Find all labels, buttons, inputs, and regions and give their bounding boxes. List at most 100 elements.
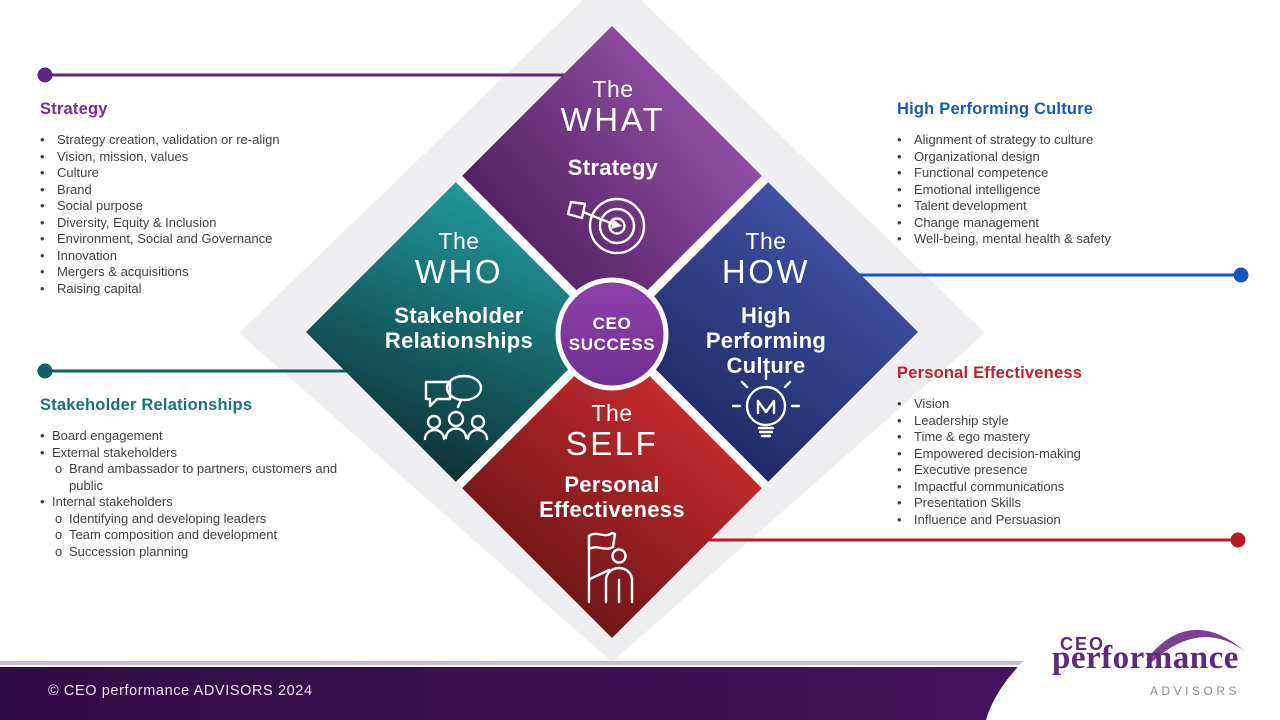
people-chat-icon [423, 374, 489, 441]
bullet-glyph: • [40, 264, 45, 279]
bullet-glyph: o [55, 543, 63, 559]
list-item-text: Presentation Skills [914, 495, 1021, 510]
list-item-text: Culture [57, 165, 99, 180]
bullet-glyph: • [897, 214, 902, 230]
list-item-text: Brand [57, 181, 92, 197]
list-item: • Presentation Skills [897, 495, 1237, 512]
list-item-text: Succession planning [69, 543, 189, 559]
bullet-glyph: • [40, 132, 45, 147]
self-word: SELF [565, 425, 659, 462]
logo-ceo-text: CEO [1060, 634, 1106, 654]
bullet-glyph: • [40, 214, 45, 230]
bullet-glyph: • [897, 495, 902, 510]
list-item: • Internal stakeholders [40, 494, 360, 511]
bullet-glyph: • [897, 478, 902, 494]
list-item: • Mergers & acquisitions [40, 264, 370, 281]
footer-accent-strip [0, 661, 1032, 665]
list-item: • Strategy creation, validation or re-ali… [40, 132, 370, 149]
list-item-text: Vision, mission, values [57, 148, 189, 164]
list-item: • Emotional intelligence [897, 182, 1247, 199]
who-the: The [438, 228, 480, 254]
panel-culture-heading: High Performing Culture [897, 100, 1094, 118]
list-item-text: Raising capital [57, 280, 142, 296]
list-item-text: Emotional intelligence [914, 181, 1041, 197]
connector-effectiveness [707, 532, 1246, 548]
stakeholder-line-dot [37, 363, 53, 379]
bullet-glyph: • [897, 198, 902, 213]
list-item-text: Brand ambassador to partners, customers … [69, 461, 338, 493]
panel-strategy: Strategy •Strategy creation, validation … [40, 100, 370, 297]
panel-stakeholder-heading: Stakeholder Relationships [40, 396, 253, 414]
list-item: •External stakeholders [40, 445, 360, 462]
list-item-text: Social purpose [57, 198, 143, 213]
connector-strategy [37, 67, 566, 83]
bullet-glyph: • [40, 165, 45, 180]
panel-effectiveness-heading: Personal Effectiveness [897, 364, 1083, 382]
how-sub: High Performing Culture [705, 303, 827, 378]
list-item: o Succession planning [55, 544, 360, 561]
list-item: •Influence and Persuasion [897, 512, 1237, 529]
bullet-glyph: • [897, 132, 902, 147]
panel-strategy-list: • Strategy creation, validation or re-ali… [40, 132, 370, 297]
diamond-how-label: The HOW High Performing Culture [616, 228, 916, 378]
flag-person-icon [587, 531, 634, 604]
list-item: o Brand ambassador to partners, customers… [55, 461, 360, 494]
list-item-text: Executive presence [914, 462, 1028, 477]
list-item: • Raising capital [40, 281, 370, 298]
bullet-glyph: o [55, 461, 63, 476]
list-item: •Change management [897, 215, 1247, 232]
list-item-text: Time & ego mastery [914, 429, 1030, 444]
panel-effectiveness: Personal Effectiveness •Vision • Leadershi… [897, 364, 1237, 528]
list-item: •Vision, mission, values [40, 149, 370, 166]
copyright-text: © CEO performance ADVISORS 2024 [48, 683, 313, 699]
list-item: •Well-being, mental health & safety [897, 231, 1247, 248]
bullet-glyph: • [40, 428, 45, 443]
list-item-text: Impactful communications [914, 478, 1065, 494]
bullet-glyph: • [897, 181, 902, 197]
list-item-text: Identifying and developing leaders [69, 510, 267, 526]
logo-arc [1146, 629, 1246, 662]
logo-performance-text: performance [1052, 640, 1239, 676]
connector-stakeholder [37, 363, 348, 379]
bullet-glyph: • [897, 148, 902, 164]
logo-advisors-text: ADVISORS [1149, 684, 1240, 698]
list-item-text: Mergers & acquisitions [57, 264, 189, 279]
list-item-text: Talent development [914, 198, 1027, 213]
how-the: The [745, 228, 787, 254]
list-item: •Empowered decision-making [897, 446, 1237, 463]
bullet-glyph: • [40, 231, 45, 246]
list-item: • Alignment of strategy to culture [897, 132, 1247, 149]
bullet-glyph: • [40, 247, 45, 263]
self-the: The [591, 400, 633, 426]
list-item-text: Strategy creation, validation or re-alig… [57, 132, 280, 147]
bullet-glyph: • [897, 165, 902, 180]
list-item: •Time & ego mastery [897, 429, 1237, 446]
list-item: •Vision [897, 396, 1237, 413]
footer-curve [986, 650, 1280, 720]
list-item: o Team composition and development [55, 527, 360, 544]
list-item: •Board engagement [40, 428, 360, 445]
bullet-glyph: • [40, 280, 45, 296]
list-item: • Culture [40, 165, 370, 182]
list-item-text: Team composition and development [69, 527, 278, 542]
list-item-text: Internal stakeholders [52, 494, 173, 509]
how-word: HOW [721, 253, 811, 290]
list-item-text: Leadership style [914, 412, 1009, 428]
ceo-success-label: CEO SUCCESS [568, 314, 656, 354]
list-item-text: Alignment of strategy to culture [914, 132, 1094, 147]
panel-effectiveness-list: •Vision•Leadership style•Time & ego mast… [897, 396, 1237, 528]
list-item-text: Environment, Social and Governance [57, 231, 273, 246]
bullet-glyph: o [55, 527, 63, 542]
diamond-self-label: The SELF Personal Effectiveness [462, 400, 762, 522]
who-word: WHO [414, 253, 504, 290]
bullet-glyph: • [40, 181, 45, 197]
list-item: • Innovation [40, 248, 370, 265]
list-item-text: Innovation [57, 247, 117, 263]
panel-culture-list: •Alignment of strategy to culture•Organi… [897, 132, 1247, 248]
list-item: • Environment, Social and Governance [40, 231, 370, 248]
diamond-who-label: The WHO Stakeholder Relationships [309, 228, 609, 353]
list-item-text: Diversity, Equity & Inclusion [57, 214, 217, 230]
bullet-glyph: • [40, 494, 45, 509]
